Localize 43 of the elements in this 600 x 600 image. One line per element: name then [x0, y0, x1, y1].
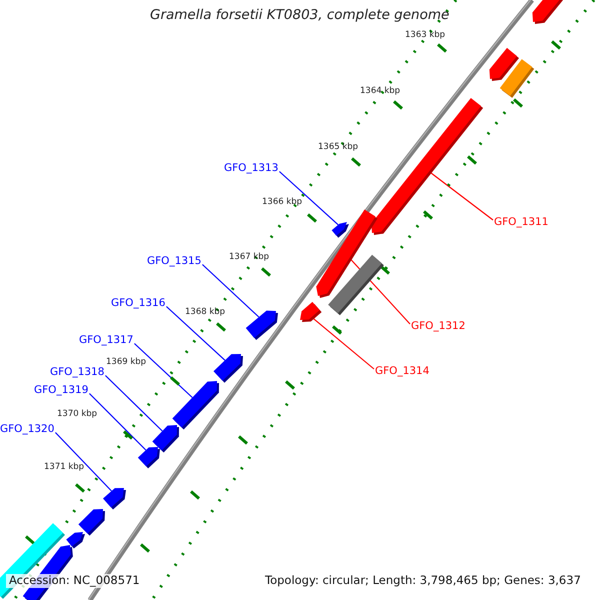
- gene-label: GFO_1316: [111, 298, 166, 308]
- gene-feature: [66, 532, 85, 548]
- gene-feature: [532, 0, 563, 24]
- leader-line: [428, 171, 494, 220]
- gene-feature: [152, 425, 179, 452]
- gene-feature: [103, 488, 126, 510]
- tick-label: 1365 kbp: [318, 143, 358, 152]
- gene-label: GFO_1312: [411, 321, 466, 332]
- leader-line: [55, 432, 112, 492]
- gene-feature: [246, 310, 278, 340]
- gene-feature: [138, 447, 160, 468]
- gene-label: GFO_1317: [79, 335, 134, 346]
- gene-label: GFO_1320: [0, 424, 54, 434]
- leader-line: [279, 171, 339, 226]
- gene-feature: [371, 98, 484, 235]
- gene-label: GFO_1311: [494, 217, 548, 228]
- gene-label: GFO_1314: [375, 366, 430, 376]
- gene-feature: [328, 254, 384, 316]
- gene-feature: [214, 354, 243, 383]
- tick-label: 1368 kbp: [185, 308, 226, 316]
- tick-label: 1369 kbp: [106, 358, 146, 366]
- diagram-title: Gramella forsetii KT0803, complete genome: [150, 9, 450, 22]
- tick-label: 1370 kbp: [57, 410, 98, 418]
- gene-feature: [172, 381, 219, 430]
- gene-label: GFO_1313: [224, 163, 278, 174]
- gene-feature: [300, 302, 322, 322]
- gene-label: GFO_1315: [147, 256, 202, 266]
- tick-label: 1363 kbp: [405, 31, 446, 40]
- tick-label: 1367 kbp: [229, 253, 270, 262]
- leader-line: [134, 343, 193, 398]
- leader-line: [166, 306, 226, 361]
- gene-label: GFO_1318: [50, 367, 104, 378]
- tick-label: 1364 kbp: [360, 87, 400, 96]
- gene-feature: [332, 222, 349, 238]
- leader-line: [105, 375, 163, 432]
- leader-line: [311, 316, 374, 370]
- gene-feature: [500, 59, 534, 98]
- tick-label: 1366 kbp: [262, 198, 302, 206]
- gene-feature: [78, 509, 105, 536]
- gene-label: GFO_1319: [34, 385, 88, 396]
- leader-line: [89, 393, 146, 450]
- leader-line: [202, 264, 260, 318]
- tick-label: 1371 kbp: [44, 463, 84, 472]
